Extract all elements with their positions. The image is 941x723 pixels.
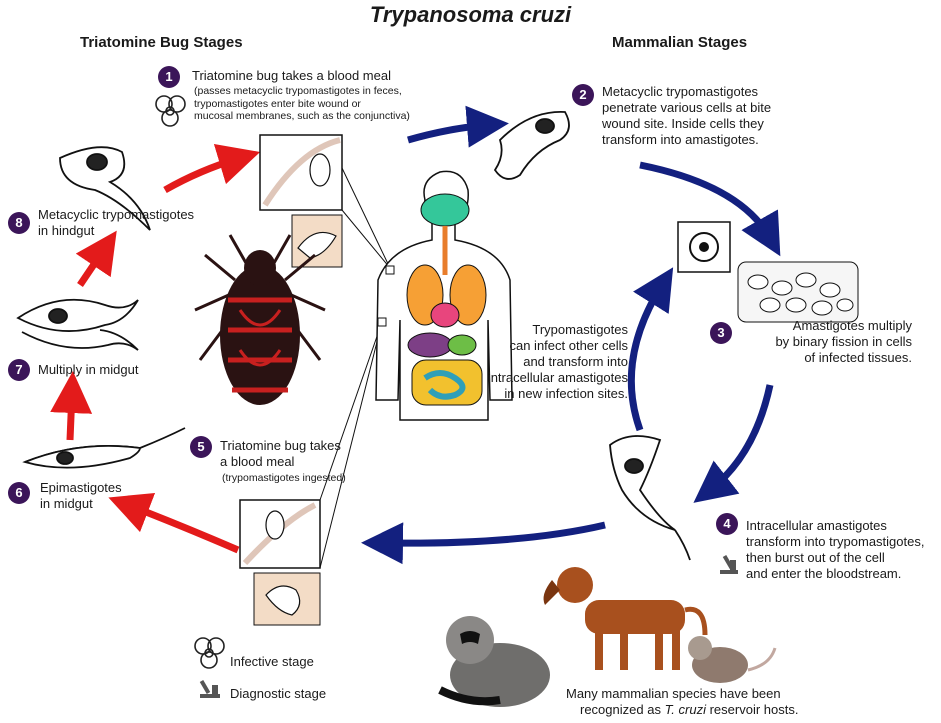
step-3-text: Amastigotes multiply by binary fission i…: [775, 318, 912, 365]
arrow-5-to-6: [108, 492, 240, 554]
step-8-text: Metacyclic trypomastigotes in hindgut: [38, 207, 195, 238]
diagram-title: Trypanosoma cruzi: [369, 2, 572, 27]
step-4-text: Intracellular amastigotes transform into…: [746, 518, 925, 581]
step-1-subtext: (passes metacyclic trypomastigotes in fe…: [194, 85, 410, 122]
raccoon: [438, 616, 550, 707]
stomach: [447, 334, 477, 356]
legend-diagnostic-label: Diagnostic stage: [230, 686, 327, 701]
step-5-text: Triatomine bug takes a blood meal: [220, 438, 341, 469]
liver: [407, 332, 453, 358]
step-5-subtext: (trypomastigotes ingested): [222, 472, 346, 484]
arrow-2-to-3: [639, 161, 781, 257]
brain: [420, 193, 470, 227]
reservoir-species-name: T. cruzi: [664, 702, 706, 717]
step-8-badge: 8: [8, 212, 30, 234]
step-7-badge: 7: [8, 359, 30, 381]
dog: [543, 567, 708, 670]
opossum: [688, 636, 777, 683]
microscope-icon: [199, 679, 220, 698]
arrow-4-to-5: [361, 521, 606, 565]
step-3-badge: 3: [710, 322, 732, 344]
trypomastigote-step2: [493, 111, 570, 180]
epimastigote-step6: [22, 427, 186, 469]
small-intestine: [423, 370, 466, 400]
step-1-text: Triatomine bug takes a blood meal: [192, 68, 391, 83]
trypomastigote-step4: [609, 435, 691, 561]
arrow-3-to-4: [693, 384, 774, 503]
step-1-badge: 1: [158, 66, 180, 88]
step-4-badge: 4: [716, 513, 738, 535]
mammal-stages-header: Mammalian Stages: [612, 34, 748, 51]
arrow-8-to-1: [163, 143, 261, 194]
arrow-reinfection: [627, 267, 674, 432]
reservoir-line-2-pre: recognized as: [580, 702, 665, 717]
arrow-6-to-7: [50, 371, 93, 441]
step-2-badge: 2: [572, 84, 594, 106]
step-7-text: Multiply in midgut: [38, 362, 139, 377]
trypomastigote-step8: [59, 146, 151, 231]
reinfection-note: Trypomastigotes can infect other cells a…: [487, 322, 628, 401]
bug-stages-header: Triatomine Bug Stages: [80, 34, 243, 51]
triatomine-bug: [194, 234, 326, 405]
arrow-1-to-2: [407, 105, 509, 148]
step-5-badge: 5: [190, 436, 212, 458]
biohazard-icon: [194, 637, 225, 669]
epimastigotes-step7: [16, 298, 139, 351]
colon: [411, 359, 483, 406]
arrow-7-to-8: [75, 230, 117, 287]
step-2-text: Metacyclic trypomastigotes penetrate var…: [602, 84, 772, 147]
legend-infective-label: Infective stage: [230, 654, 314, 669]
reservoir-line-2: recognized as T. cruzi reservoir hosts.: [580, 702, 798, 718]
reservoir-line-2-post: reservoir hosts.: [705, 702, 799, 717]
infected-tissue: [737, 261, 859, 323]
step-6-badge: 6: [8, 482, 30, 504]
microscope-icon-step4: [720, 554, 738, 574]
heart: [430, 302, 460, 328]
human-figure: [375, 170, 513, 421]
lungs-right: [449, 264, 487, 326]
step-6-text: Epimastigotes in midgut: [40, 480, 122, 511]
biohazard-icon-step1: [155, 95, 186, 127]
reservoir-line-1: Many mammalian species have been: [566, 686, 781, 701]
